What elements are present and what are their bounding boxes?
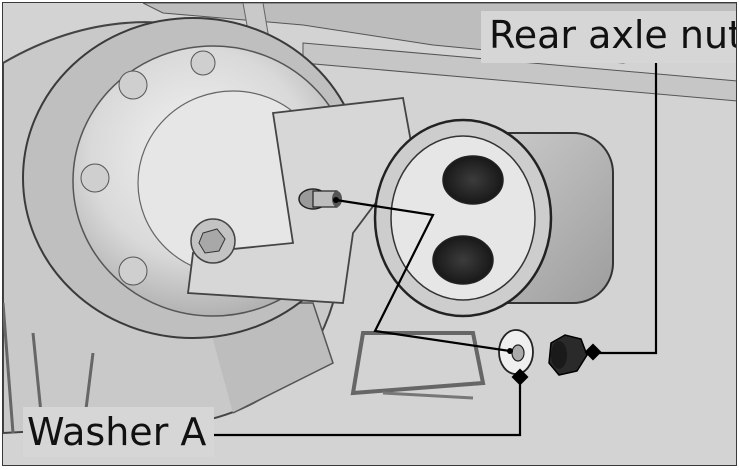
- muffler: [373, 118, 614, 318]
- callout-lines: [203, 51, 658, 437]
- rear-axle-nut-part: [548, 334, 588, 376]
- washer-a-label: Washer A: [23, 407, 215, 457]
- rear-axle-nut-label: Rear axle nut: [481, 11, 736, 63]
- callout-markers: [333, 197, 602, 386]
- axle-end: [298, 188, 342, 210]
- rear-wheel-assembly-illustration: [3, 3, 736, 437]
- lower-frame: [350, 331, 486, 400]
- washer-a-part: [498, 329, 534, 375]
